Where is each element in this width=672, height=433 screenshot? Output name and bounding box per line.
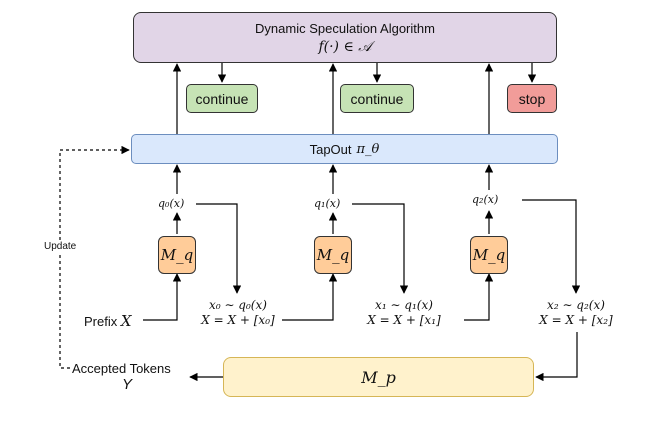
distribution-q0: q₀(x) [158, 197, 185, 210]
dynamic-speculation-algorithm-box: Dynamic Speculation Algorithm f(·) ∈ 𝒜 [133, 12, 557, 63]
prefix-label: Prefix X [84, 312, 132, 330]
algorithm-formula: f(·) ∈ 𝒜 [318, 38, 372, 55]
draft-model-label: M_q [472, 246, 506, 264]
update-expression: X = X + [x₂] [539, 313, 613, 327]
update-feedback-loop [59, 145, 130, 369]
update-expression: X = X + [x₀] [201, 313, 275, 327]
decision-stop: stop [507, 84, 557, 113]
sample-step-1: x₁ ∼ q₁(x) X = X + [x₁] [356, 298, 452, 328]
draft-model-box-2: M_q [314, 236, 352, 274]
decision-continue-2: continue [340, 84, 414, 113]
arrow-update0-to-mq1 [282, 273, 338, 321]
arrow-q0-to-sample [196, 203, 242, 294]
accepted-tokens-label: Accepted Tokens [72, 361, 171, 376]
distribution-q1: q₁(x) [314, 197, 341, 210]
decision-label: continue [195, 90, 249, 107]
algorithm-title: Dynamic Speculation Algorithm [255, 20, 435, 36]
decision-label: continue [350, 90, 404, 107]
tapout-label: TapOut [309, 141, 352, 157]
arrow-prefix-to-mq0 [143, 273, 182, 321]
distribution-q2: q₂(x) [472, 193, 499, 206]
sample-expression: x₀ ∼ q₀(x) [209, 298, 267, 312]
draft-model-box-1: M_q [158, 236, 196, 274]
prefix-symbol: X [120, 312, 132, 330]
sample-step-0: x₀ ∼ q₀(x) X = X + [x₀] [190, 298, 286, 328]
target-model-box: M_p [223, 357, 534, 397]
decision-label: stop [518, 90, 546, 107]
arrow-update2-to-mp [535, 332, 578, 382]
decision-continue-1: continue [186, 84, 258, 113]
prefix-text: Prefix [84, 314, 118, 329]
tapout-symbol: π_θ [356, 141, 380, 157]
sample-expression: x₁ ∼ q₁(x) [375, 298, 433, 312]
arrow-update1-to-mq2 [464, 273, 494, 321]
sample-step-2: x₂ ∼ q₂(x) X = X + [x₂] [528, 298, 624, 328]
draft-model-label: M_q [316, 246, 350, 264]
update-label: Update [44, 240, 77, 253]
sample-expression: x₂ ∼ q₂(x) [547, 298, 605, 312]
accepted-tokens-symbol: Y [122, 376, 133, 393]
arrow-q2-to-sample [522, 199, 581, 294]
update-expression: X = X + [x₁] [367, 313, 441, 327]
arrow-q1-to-sample [352, 203, 409, 294]
tapout-policy-box: TapOut π_θ [131, 134, 558, 164]
draft-model-box-3: M_q [470, 236, 508, 274]
draft-model-label: M_q [160, 246, 194, 264]
target-model-label: M_p [361, 367, 396, 387]
